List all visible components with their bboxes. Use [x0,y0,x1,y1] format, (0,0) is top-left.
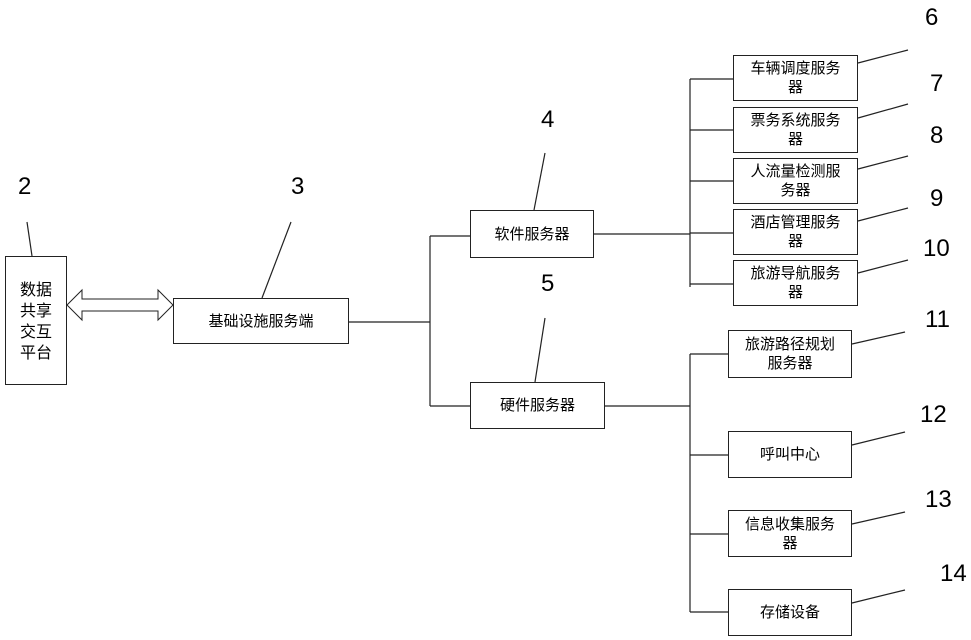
leader-9 [858,208,908,221]
vehicle-dispatch-box: 车辆调度服务器 [733,55,858,101]
leader-10 [858,260,908,273]
ref-num-3: 3 [291,175,304,199]
hotel-mgmt-label: 酒店管理服务器 [748,213,844,251]
double-arrow [67,290,173,320]
call-center-box: 呼叫中心 [728,431,852,478]
software-server-label: 软件服务器 [494,225,569,244]
tour-nav-box: 旅游导航服务器 [733,260,858,306]
leader-6 [858,50,908,63]
ref-num-10: 10 [923,237,950,261]
leader-8 [858,156,908,169]
infrastructure-box: 基础设施服务端 [173,298,349,344]
leader-14 [852,590,905,603]
ref-num-6: 6 [925,6,938,30]
ref-num-14: 14 [940,562,967,586]
ref-num-7: 7 [930,72,943,96]
leader-7 [858,104,908,118]
leader-4 [534,153,545,210]
ticketing-box: 票务系统服务器 [733,107,858,153]
platform-box: 数据共享交互平台 [5,256,67,385]
software-server-box: 软件服务器 [470,210,594,258]
ref-num-2: 2 [18,175,31,199]
route-plan-label: 旅游路径规划服务器 [742,335,838,373]
ref-num-11: 11 [925,308,950,332]
leader-11 [852,332,905,344]
leader-2 [27,222,32,256]
leader-3 [262,222,291,298]
ref-num-9: 9 [930,187,943,211]
storage-label: 存储设备 [760,603,820,622]
leader-5 [535,318,545,382]
crowd-detect-box: 人流量检测服务器 [733,158,858,204]
leader-12 [852,432,905,445]
ref-num-4: 4 [541,108,554,132]
ref-num-13: 13 [925,488,952,512]
hardware-server-label: 硬件服务器 [500,396,575,415]
crowd-detect-label: 人流量检测服务器 [748,162,844,200]
platform-label: 数据共享交互平台 [19,279,53,363]
leader-13 [852,512,905,524]
ticketing-label: 票务系统服务器 [748,111,844,149]
ref-num-8: 8 [930,124,943,148]
storage-box: 存储设备 [728,589,852,636]
ref-num-12: 12 [920,403,947,427]
info-collect-label: 信息收集服务器 [742,515,838,553]
tour-nav-label: 旅游导航服务器 [748,264,844,302]
route-plan-box: 旅游路径规划服务器 [728,330,852,378]
infrastructure-label: 基础设施服务端 [208,312,313,331]
info-collect-box: 信息收集服务器 [728,510,852,557]
vehicle-dispatch-label: 车辆调度服务器 [748,59,844,97]
call-center-label: 呼叫中心 [760,445,820,464]
hardware-server-box: 硬件服务器 [470,382,605,429]
ref-num-5: 5 [541,272,554,296]
hotel-mgmt-box: 酒店管理服务器 [733,209,858,255]
